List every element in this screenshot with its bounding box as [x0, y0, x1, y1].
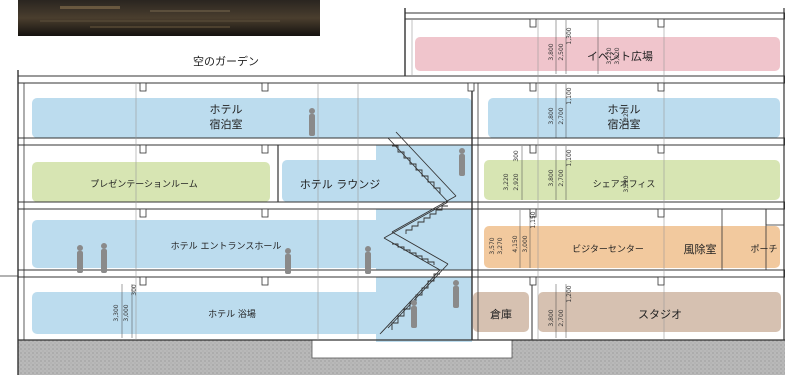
dim-bath-2: 3,000 [123, 304, 130, 321]
people-figures [77, 108, 465, 328]
dim-share-left-2: 2,920 [513, 173, 520, 190]
porch-label: ポーチ [750, 244, 777, 255]
hotel-rooms-left-fill [32, 98, 472, 138]
presentation-room-label: プレゼンテーションルーム [90, 178, 198, 190]
dimension-lines [121, 20, 599, 338]
dim-share-2: 3,800 [548, 169, 555, 186]
dim-hotel-right-2: 3,800 [548, 107, 555, 124]
hotel-bath-label: ホテル 浴場 [208, 308, 256, 320]
column-grid [135, 20, 665, 340]
presentation-room-fill [32, 162, 270, 202]
dim-visitor-3: 3,000 [522, 235, 529, 252]
pit-block [311, 339, 513, 359]
dim-share-4: 3,220 [623, 175, 630, 192]
dim-event-2: 3,800 [548, 43, 555, 60]
hotel-bath-fill [32, 292, 472, 334]
event-plaza-fill [415, 37, 780, 71]
visitor-center-label: ビジターセンター [572, 244, 644, 255]
entrance-hall-label: ホテル エントランスホール [171, 241, 282, 252]
studio-fill [538, 292, 781, 332]
hotel-rooms-left-label-2: 宿泊室 [210, 117, 243, 131]
hotel-rooms-right-fill [488, 98, 780, 138]
hotel-rooms-right-label-1: ホテル [608, 103, 641, 116]
dim-studio-3: 2,700 [558, 309, 565, 326]
dim-hotel-right-4: 3,220 [623, 109, 630, 126]
entrance-hall-fill [32, 220, 472, 268]
storage-fill [473, 292, 529, 332]
share-office-fill [484, 160, 780, 200]
event-plaza-label: イベント広場 [587, 50, 653, 63]
dim-event-1: 1,300 [566, 27, 573, 44]
dim-visitor-2: 4,150 [512, 235, 519, 252]
garden-label: 空のガーデン [193, 54, 259, 68]
dim-hotel-right-3: 2,700 [558, 107, 565, 124]
photo-thumbnail [18, 0, 320, 36]
windbreak-room-label: 風除室 [684, 242, 717, 256]
dim-visitor-4: 3,570 [489, 237, 496, 254]
share-office-label: シェアオフィス [593, 179, 656, 190]
dim-event-5: 3,020 [614, 47, 621, 64]
dim-event-4: 3,220 [606, 47, 613, 64]
dim-share-3: 2,700 [558, 169, 565, 186]
dim-visitor-5: 3,270 [497, 237, 504, 254]
storage-label: 倉庫 [490, 307, 512, 321]
hotel-lounge-fill [282, 160, 402, 202]
dim-bath-1: 3,300 [113, 304, 120, 321]
dim-visitor-1: 1,150 [530, 211, 537, 228]
dim-share-left-3: 300 [513, 150, 520, 162]
dim-hotel-right-1: 1,100 [566, 87, 573, 104]
dim-studio-2: 3,800 [548, 309, 555, 326]
visitor-center-fill [484, 226, 780, 268]
hotel-rooms-right-label-2: 宿泊室 [608, 117, 641, 131]
dim-share-left-1: 3,220 [503, 173, 510, 190]
dim-studio-1: 1,200 [566, 285, 573, 302]
structure-lines [17, 8, 785, 375]
beam-marks [139, 18, 665, 286]
dim-share-1: 1,100 [566, 149, 573, 166]
dim-event-3: 2,500 [558, 43, 565, 60]
hotel-rooms-left-label-1: ホテル [210, 103, 243, 116]
hotel-lounge-label: ホテル ラウンジ [300, 178, 381, 191]
studio-label: スタジオ [638, 308, 682, 321]
dim-bath-3: 300 [131, 284, 138, 296]
